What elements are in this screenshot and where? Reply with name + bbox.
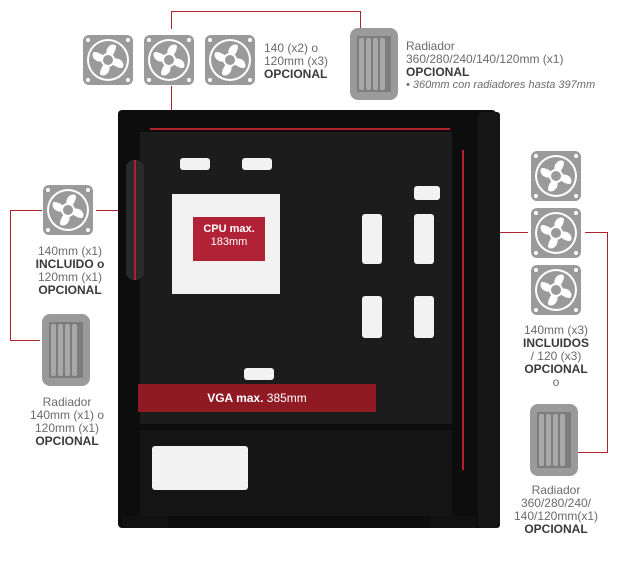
rear-clearance-line: [134, 160, 136, 280]
right-fans-line4: OPCIONAL: [524, 362, 588, 376]
top-connector-line-h: [171, 11, 361, 12]
right-radiator-label: Radiador 360/280/240/ 140/120mm(x1) OPCI…: [504, 484, 608, 536]
top-radiator-line1: Radiador: [406, 39, 455, 53]
left-connector-line-h3: [96, 210, 136, 211]
top-connector-line-v3: [171, 86, 172, 128]
top-fans-line3: OPCIONAL: [264, 67, 328, 81]
front-left-radiator-line3: 120mm (x1): [34, 421, 99, 435]
top-connector-line-v1: [171, 11, 172, 29]
tray-hole: [180, 158, 210, 170]
radiator-icon: [350, 28, 398, 100]
right-connector-line-v: [607, 232, 608, 452]
front-left-fan-line1: 140mm (x1): [37, 244, 102, 258]
top-connector-line-v2: [360, 11, 361, 29]
fan-icon: [531, 151, 581, 201]
tray-hole: [414, 214, 434, 264]
front-left-fan-label: 140mm (x1) INCLUIDO o 120mm (x1) OPCIONA…: [30, 245, 110, 297]
right-radiator-line2: 360/280/240/: [520, 496, 592, 510]
cpu-clearance-title: CPU max.: [203, 223, 255, 235]
top-fans-line1: 140 (x2) o: [264, 41, 319, 55]
front-clearance-line: [462, 150, 464, 470]
left-connector-line-v: [10, 210, 11, 340]
tray-hole: [244, 368, 274, 380]
right-radiator-line1: Radiador: [531, 483, 581, 497]
fan-icon: [144, 35, 194, 85]
top-clearance-line: [150, 128, 450, 130]
top-radiator-line3: OPCIONAL: [406, 65, 470, 79]
right-connector-line-h3: [578, 452, 608, 453]
front-left-fan-line4: OPCIONAL: [38, 283, 102, 297]
fan-icon: [205, 35, 255, 85]
tray-hole: [414, 186, 440, 200]
right-connector-line-h2: [585, 232, 607, 233]
right-fans-line1: 140mm (x3): [523, 323, 588, 337]
front-left-radiator-label: Radiador 140mm (x1) o 120mm (x1) OPCIONA…: [22, 396, 112, 448]
top-fans-line2: 120mm (x3): [264, 54, 329, 68]
left-connector-line-h1: [10, 210, 42, 211]
front-left-radiator-line2: 140mm (x1) o: [29, 408, 105, 422]
tray-hole: [242, 158, 272, 170]
front-left-fan-line2: INCLUIDO o: [35, 257, 105, 271]
vga-clearance-box: VGA max. 385mm: [138, 384, 376, 412]
vga-clearance-title: VGA max.: [207, 391, 264, 405]
psu-cutout: [152, 446, 248, 490]
cpu-clearance-value: 183mm: [210, 236, 248, 248]
top-radiator-label: Radiador 360/280/240/140/120mm (x1) OPCI…: [406, 40, 595, 92]
case-foot-right: [430, 516, 476, 528]
right-radiator-line4: OPCIONAL: [524, 522, 588, 536]
right-radiator-line3: 140/120mm(x1): [513, 509, 599, 523]
fan-icon: [43, 185, 93, 235]
vga-clearance-value: 385mm: [266, 391, 307, 405]
tray-hole: [414, 296, 434, 338]
top-radiator-line2: 360/280/240/140/120mm (x1): [406, 52, 564, 66]
front-left-radiator-line1: Radiador: [42, 395, 92, 409]
radiator-icon: [530, 404, 578, 476]
right-fans-line3: / 120 (x3): [530, 349, 582, 363]
case-front-panel: [478, 112, 500, 528]
right-fans-line5: o: [552, 375, 560, 389]
fan-icon: [531, 208, 581, 258]
radiator-icon: [42, 314, 90, 386]
fan-icon: [531, 265, 581, 315]
front-left-radiator-line4: OPCIONAL: [35, 434, 99, 448]
cpu-clearance-box: CPU max. 183mm: [193, 217, 265, 261]
top-fans-label: 140 (x2) o 120mm (x3) OPCIONAL: [264, 42, 328, 81]
right-fans-line2: INCLUIDOS: [523, 336, 589, 350]
case-foot-left: [122, 516, 168, 528]
tray-hole: [362, 214, 382, 264]
tray-hole: [362, 296, 382, 338]
right-fans-label: 140mm (x3) INCLUIDOS / 120 (x3) OPCIONAL…: [516, 324, 596, 389]
left-connector-line-h2: [10, 340, 40, 341]
front-left-fan-line3: 120mm (x1): [37, 270, 102, 284]
fan-icon: [83, 35, 133, 85]
top-radiator-note: • 360mm con radiadores hasta 397mm: [406, 79, 596, 91]
